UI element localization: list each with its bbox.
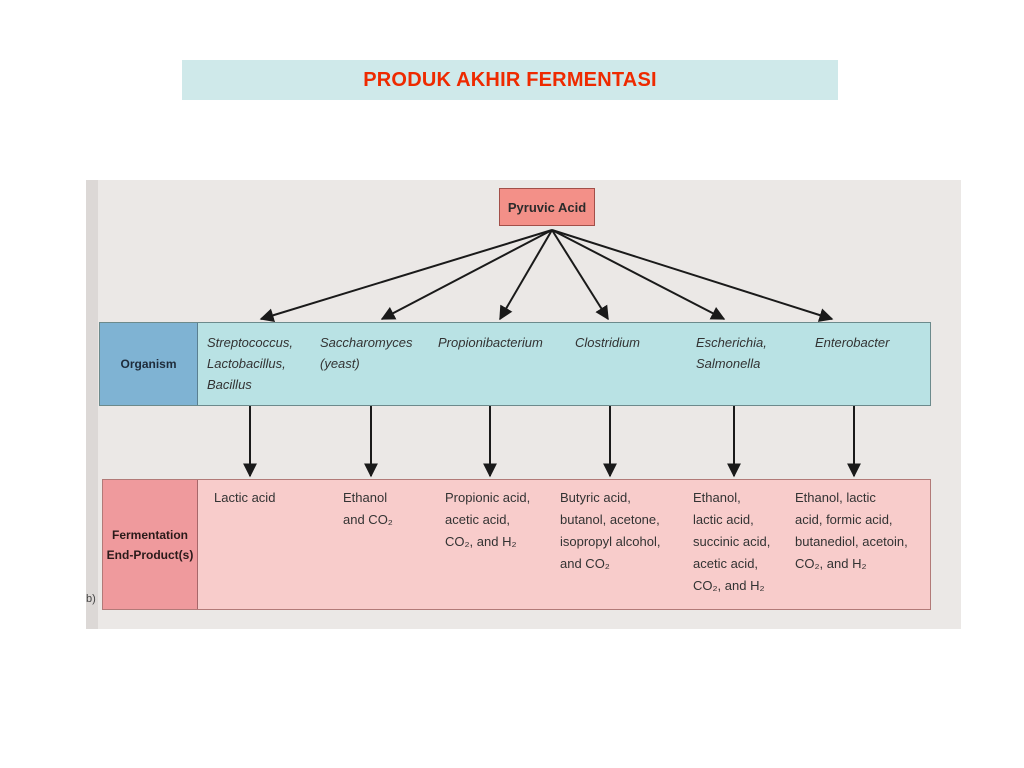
arrow-to-streptococcus	[259, 229, 553, 323]
end-product-text: Lactic acid	[214, 490, 276, 505]
arrow-to-propionibacterium	[499, 229, 553, 321]
pyruvic-acid-box: Pyruvic Acid	[499, 188, 595, 226]
arrow-to-escherichia	[551, 229, 726, 320]
end-product-text: Butyric acid, butanol, acetone, isopropy…	[560, 490, 661, 571]
end-product-text: Ethanol, lactic acid, formic acid, butan…	[795, 490, 908, 571]
organism-name: Streptococcus, Lactobacillus, Bacillus	[207, 335, 293, 392]
page-title: PRODUK AKHIR FERMENTASI	[363, 68, 657, 91]
organism-name: Propionibacterium	[438, 335, 543, 350]
end-products-label-line2: End-Product(s)	[106, 547, 194, 562]
end-products-row: Fermentation End-Product(s) Lactic acid …	[102, 479, 931, 610]
end-product-text: Ethanol, lactic acid, succinic acid, ace…	[693, 490, 771, 593]
organism-row: Organism Streptococcus, Lactobacillus, B…	[99, 322, 931, 406]
end-product-text: Propionic acid, acetic acid, CO₂, and H₂	[445, 490, 531, 549]
root-to-organism-arrows	[259, 229, 834, 323]
title-banner: PRODUK AKHIR FERMENTASI	[182, 60, 838, 100]
figure-part-label: b)	[86, 593, 96, 605]
scan-edge	[86, 180, 98, 629]
arrow-to-enterobacter	[551, 229, 834, 322]
end-products-label-line1: Fermentation	[111, 527, 188, 542]
end-products-row-label: Fermentation End-Product(s)	[103, 480, 198, 609]
arrow-to-saccharomyces	[380, 229, 553, 320]
organism-row-label: Organism	[100, 323, 198, 405]
end-product-text: Ethanol and CO₂	[343, 490, 393, 527]
organism-to-product-arrows	[243, 406, 861, 478]
organism-name: Clostridium	[575, 335, 641, 350]
arrow-to-clostridium	[551, 229, 609, 321]
organism-name: Enterobacter	[815, 335, 890, 350]
organism-name: Saccharomyces (yeast)	[320, 335, 413, 371]
fermentation-diagram: Pyruvic Acid Organism Streptococcus, Lac…	[86, 180, 961, 629]
arrow-layer	[243, 229, 861, 478]
organism-name: Escherichia, Salmonella	[696, 335, 767, 371]
